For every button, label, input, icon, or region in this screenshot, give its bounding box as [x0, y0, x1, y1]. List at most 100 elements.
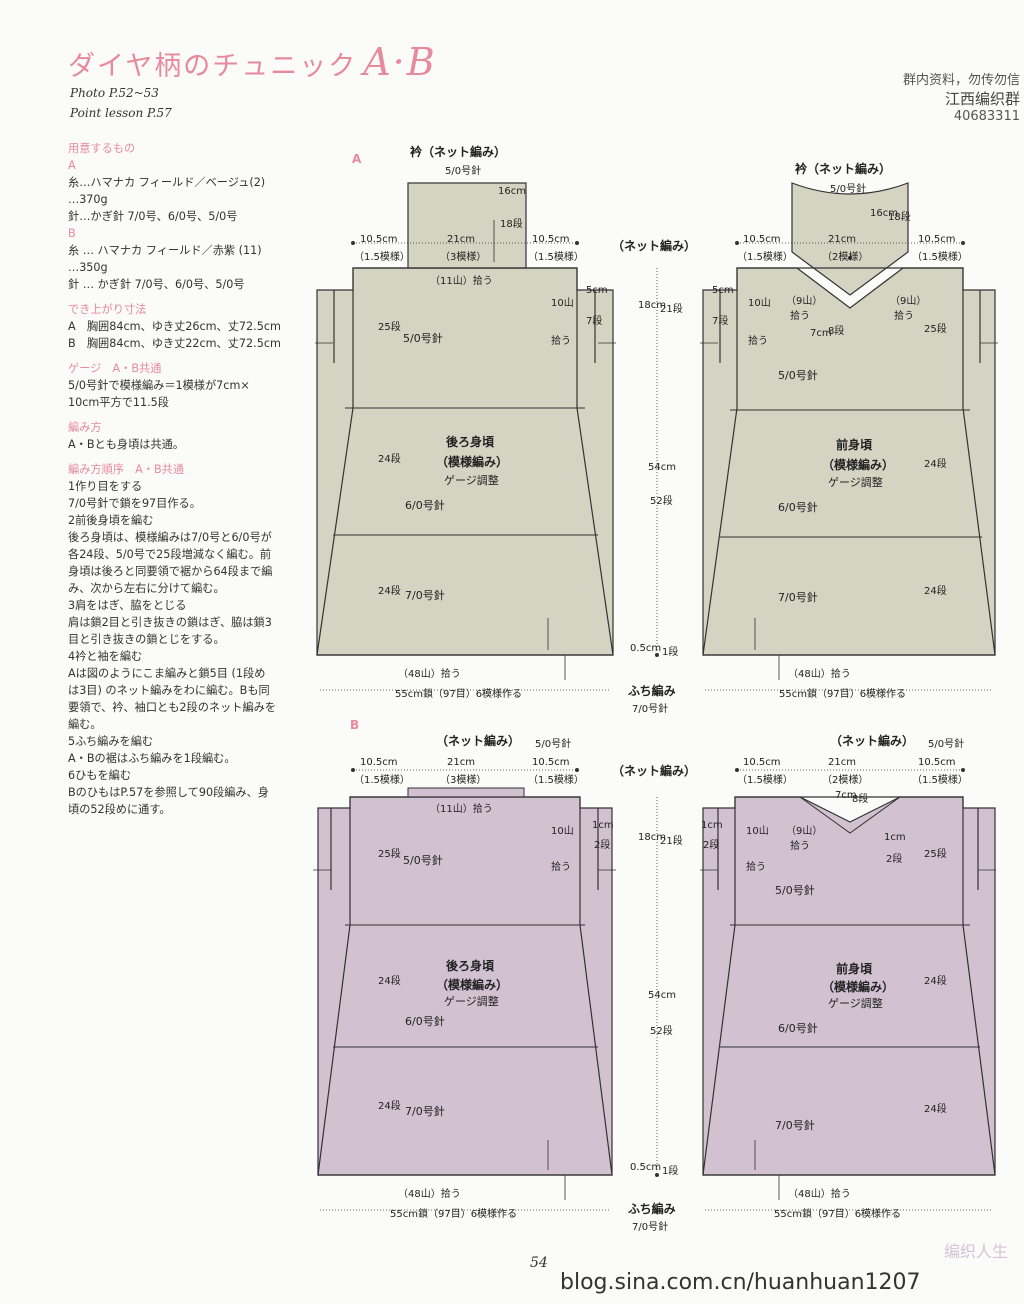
a-back-name: 後ろ身頃	[446, 435, 495, 449]
a-front-collar-rows: 18段	[888, 212, 911, 223]
a-back-chain: 55cm鎖（97目）6模様作る	[395, 689, 523, 700]
b-back-hook-6: 6/0号針	[405, 1015, 445, 1028]
a-front-vneck-right-hirou: 拾う	[894, 311, 914, 322]
b-front-armhole-pick-hirou: 拾う	[746, 862, 766, 873]
a-back-neck-pattern: （3模様）	[440, 252, 487, 263]
a-front-vneck-rows: 8段	[828, 326, 845, 337]
a-edge-height: 0.5cm	[630, 643, 662, 654]
a-armhole-height: 18cm	[638, 300, 666, 311]
instruction-line: 糸 … ハマナカ フィールド／赤紫 (11)	[68, 244, 262, 257]
dimension-lines	[313, 220, 998, 1211]
b-back-hook-7: 7/0号針	[405, 1105, 445, 1118]
b-net-label: （ネット編み）	[612, 764, 697, 778]
b-back-name: 後ろ身頃	[446, 959, 495, 973]
b-front-vneck-pick-hirou: 拾う	[790, 841, 810, 852]
b-front-hook-7: 7/0号針	[775, 1119, 815, 1132]
a-collar-label: 衿（ネット編み）	[410, 145, 507, 159]
instruction-line: 2前後身頃を編む	[68, 514, 154, 527]
a-back-piece	[316, 182, 614, 656]
b-net-front-hook: 5/0号針	[928, 739, 965, 750]
a-back-left-width: 10.5cm	[360, 234, 398, 245]
a-front-name: 前身頃	[836, 438, 873, 452]
b-front-rows-24b: 24段	[924, 1104, 947, 1115]
a-front-right-pattern: （1.5模様）	[912, 252, 968, 263]
page-number: 54	[530, 1255, 548, 1271]
a-front-neck-pattern: （2模様）	[822, 252, 869, 263]
b-front-armhole-pick: 10山	[746, 826, 769, 837]
watermark-line3: 40683311	[953, 109, 1020, 124]
b-front-neck-width: 21cm	[828, 757, 856, 768]
a-front-hook-7: 7/0号針	[778, 591, 818, 604]
title-main: ダイヤ柄のチュニック	[68, 51, 358, 82]
b-net-front-label: （ネット編み）	[830, 734, 915, 748]
instruction-line: 7/0号針で鎖を97目作る。	[68, 497, 201, 510]
b-edge-hook: 7/0号針	[632, 1222, 669, 1233]
instruction-heading: 編み方	[68, 421, 102, 434]
instruction-line: 目と引き抜きの鎖とじをする。	[68, 633, 225, 646]
b-back-armhole-pick-hirou: 拾う	[551, 862, 571, 873]
a-front-pattern: （模様編み）	[822, 458, 895, 472]
source-url: blog.sina.com.cn/huanhuan1207	[560, 1270, 921, 1295]
b-net-back-hook: 5/0号針	[535, 739, 572, 750]
instruction-line: 6ひもを編む	[68, 769, 132, 782]
a-front-collar-label: 衿（ネット編み）	[795, 162, 892, 176]
instruction-line: A 胸囲84cm、ゆき丈26cm、丈72.5cm	[68, 320, 281, 333]
instruction-line: A	[68, 159, 76, 172]
b-back-rows-25: 25段	[378, 849, 401, 860]
b-back-chain: 55cm鎖（97目）6模様作る	[390, 1209, 518, 1220]
instruction-line: 1作り目をする	[68, 480, 143, 493]
a-front-vneck-left-hirou: 拾う	[790, 311, 810, 322]
title-ab: A·B	[363, 40, 437, 84]
a-armhole-rows: 21段	[660, 304, 683, 315]
instruction-line: は3目) のネット編みをわに編む。Bも同	[68, 684, 270, 697]
instruction-line: 身頃は後ろと同要領で裾から64段まで編	[68, 565, 273, 578]
a-front-sleeve-rows: 7段	[712, 316, 729, 327]
b-front-piece	[702, 796, 996, 1176]
b-front-hook-6: 6/0号針	[778, 1022, 818, 1035]
instruction-line: 4衿と袖を編む	[68, 650, 143, 663]
a-body-height: 54cm	[648, 462, 676, 473]
b-back-neck-pick: （11山）拾う	[430, 804, 493, 815]
a-front-sleeve-height: 5cm	[712, 285, 734, 296]
instruction-heading: でき上がり寸法	[68, 303, 147, 316]
b-net-back-label: （ネット編み）	[436, 734, 521, 748]
b-front-left-width: 10.5cm	[743, 757, 781, 768]
b-body-height: 54cm	[648, 990, 676, 1001]
b-front-right-width: 10.5cm	[918, 757, 956, 768]
b-back-sleeve-rows: 2段	[594, 840, 611, 851]
a-back-rows-24b: 24段	[378, 586, 401, 597]
b-front-vneck-depth: 7cm	[835, 790, 857, 801]
a-edge-rows: 1段	[662, 647, 679, 658]
a-front-right-width: 10.5cm	[918, 234, 956, 245]
instruction-line: 各24段、5/0号で25段増減なく編む。前	[68, 548, 272, 561]
a-back-hook-6: 6/0号針	[405, 499, 445, 512]
a-collar-rows: 18段	[500, 219, 523, 230]
instruction-heading: 編み方順序 A・B共通	[68, 463, 185, 476]
b-front-right-pattern: （1.5模様）	[912, 775, 968, 786]
b-back-neck-width: 21cm	[447, 757, 475, 768]
b-back-hook-5: 5/0号針	[403, 854, 443, 867]
instruction-heading: 用意するもの	[68, 142, 136, 155]
b-back-right-width: 10.5cm	[532, 757, 570, 768]
instruction-line: B 胸囲84cm、ゆき丈22cm、丈72.5cm	[68, 337, 281, 350]
b-back-piece	[317, 787, 613, 1176]
instruction-line: Aは図のようにこま編みと鎖5目 (1段め	[68, 667, 266, 680]
instruction-line: 糸…ハマナカ フィールド／ベージュ(2)	[68, 176, 266, 189]
a-front-hook-6: 6/0号針	[778, 501, 818, 514]
b-front-sleeve-height: 1cm	[701, 820, 723, 831]
a-front-collar-hook: 5/0号針	[830, 184, 867, 195]
b-front-pattern: （模様編み）	[822, 980, 895, 994]
a-front-left-pattern: （1.5模様）	[737, 252, 793, 263]
a-back-right-width: 10.5cm	[532, 234, 570, 245]
site-logo: 编织人生	[943, 1242, 1008, 1261]
b-back-right-pattern: （1.5模様）	[528, 775, 584, 786]
a-front-neck-width: 21cm	[828, 234, 856, 245]
b-back-rows-24a: 24段	[378, 976, 401, 987]
b-back-pick48: （48山）拾う	[398, 1189, 461, 1200]
a-front-left-width: 10.5cm	[743, 234, 781, 245]
b-front-name: 前身頃	[836, 962, 873, 976]
b-front-rows-25: 25段	[924, 849, 947, 860]
b-front-chain: 55cm鎖（97目）6模様作る	[774, 1209, 902, 1220]
